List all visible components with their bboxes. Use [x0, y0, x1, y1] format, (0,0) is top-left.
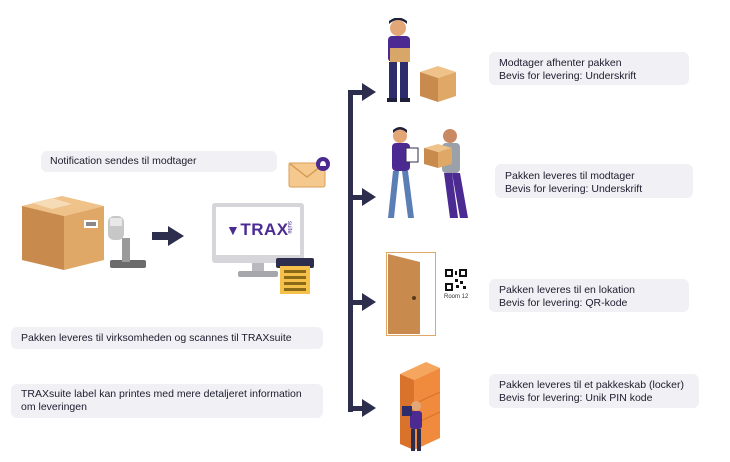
package-box-icon — [22, 196, 104, 270]
door-illustration — [386, 252, 436, 336]
qr-code-icon — [444, 268, 468, 292]
qr-caption: Room 12 — [444, 294, 469, 300]
pickup-illustration — [387, 18, 456, 102]
handover-illustration — [388, 127, 468, 218]
branch-connector — [348, 83, 376, 417]
branch-handover-text: Pakken leveres til modtager Bevis for le… — [495, 164, 693, 198]
barcode-scanner-icon — [108, 216, 146, 268]
trax-logo-sub: suite — [286, 221, 292, 234]
scan-text: Pakken leveres til virksomheden og scann… — [11, 327, 323, 349]
notification-text: Notification sendes til modtager — [41, 151, 277, 172]
trax-logo: ▼TRAX — [226, 220, 289, 239]
monitor: ▼TRAX suite — [212, 203, 304, 279]
printed-label-icon — [276, 258, 314, 294]
locker-illustration — [400, 362, 441, 451]
branch-pickup-text: Modtager afhenter pakken Bevis for lever… — [489, 52, 689, 85]
branch-location-text: Pakken leveres til en lokation Bevis for… — [489, 279, 689, 312]
branch-locker-text: Pakken leveres til et pakkeskab (locker)… — [489, 374, 699, 408]
label-text: TRAXsuite label kan printes med mere det… — [11, 384, 323, 418]
envelope-icon — [288, 157, 330, 188]
arrow-right-icon — [152, 226, 184, 246]
